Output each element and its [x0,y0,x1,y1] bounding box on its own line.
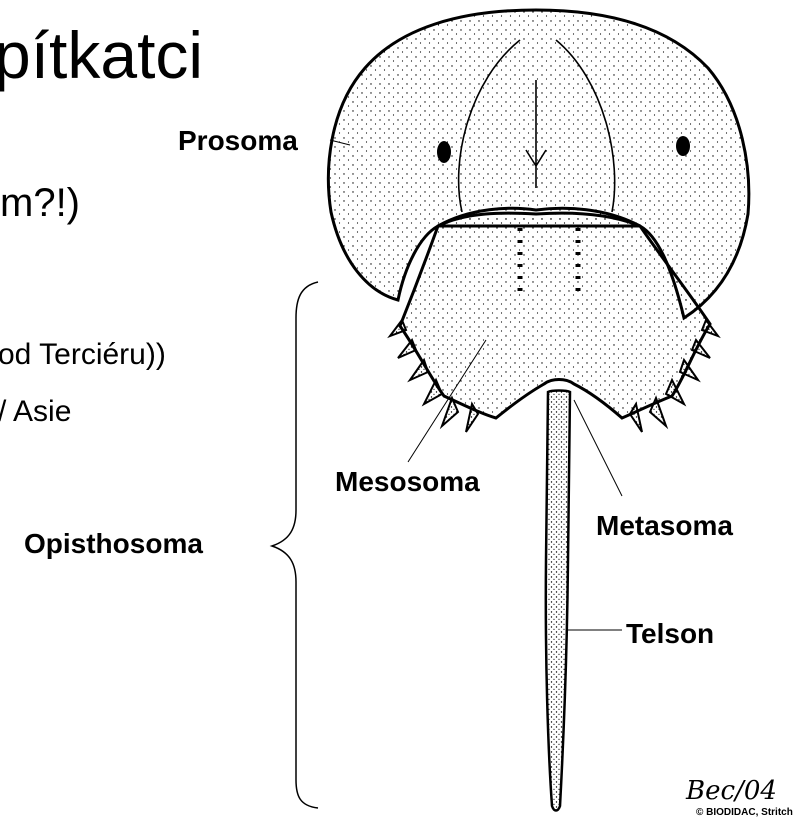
label-mesosoma: Mesosoma [335,468,480,496]
label-telson: Telson [626,620,714,648]
slide-title: pítkatci [0,22,203,88]
image-credit: © BIODIDAC, Stritch [696,808,793,818]
telson-spine [546,391,570,811]
slide-text-line-3: / Asie [0,397,71,427]
artist-signature: Bec/04 [686,778,777,804]
slide-text-line-1: m?!) [0,183,80,223]
slide-text-line-2: od Terciéru)) [0,340,166,370]
right-eye-icon [676,136,690,156]
label-prosoma: Prosoma [178,127,298,155]
opisthosoma-bracket [272,282,318,808]
left-eye-icon [437,141,451,163]
label-metasoma: Metasoma [596,512,733,540]
metasoma-leader [574,400,622,496]
label-opisthosoma: Opisthosoma [24,530,203,558]
